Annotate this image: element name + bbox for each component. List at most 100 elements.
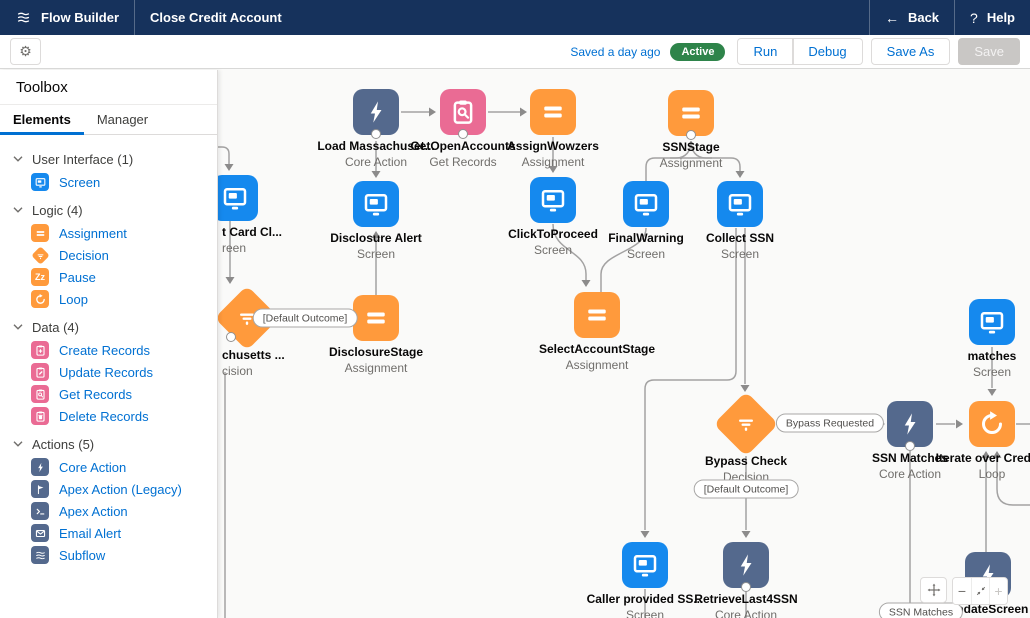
toolbox-item-subflow[interactable]: Subflow: [0, 544, 217, 566]
subflow-icon: [31, 546, 49, 564]
email-alert-icon: [31, 524, 49, 542]
loop-icon: [31, 290, 49, 308]
screen-icon: [31, 173, 49, 191]
toolbox-item-label: Apex Action: [59, 503, 128, 519]
delete-records-icon: [31, 407, 49, 425]
get-records-icon: [31, 385, 49, 403]
toolbox-item-label: Loop: [59, 291, 88, 307]
screen-icon: [969, 299, 1015, 345]
update-records-icon: [31, 363, 49, 381]
connector-dot[interactable]: [905, 441, 915, 451]
toolbox-section-actions-5-[interactable]: Actions (5): [0, 432, 217, 456]
app-brand: Flow Builder: [0, 0, 134, 35]
core-action-icon: [31, 458, 49, 476]
assignment-icon: [668, 90, 714, 140]
node-name: ClickToProceed: [508, 227, 598, 241]
flow-node-caller-provided-ssn[interactable]: Caller provided SS...Screen: [585, 542, 705, 618]
screen-icon: [353, 181, 399, 227]
pan-button[interactable]: [920, 577, 947, 603]
debug-button[interactable]: Debug: [793, 38, 863, 65]
node-type: Core Action: [714, 608, 778, 618]
help-button[interactable]: ? Help: [970, 9, 1015, 26]
node-type: Screen: [625, 608, 665, 618]
saved-status-text: Saved a day ago: [570, 44, 661, 59]
node-type: Screen: [972, 365, 1012, 379]
toolbox-item-delete-records[interactable]: Delete Records: [0, 405, 217, 427]
chevron-down-icon: [13, 156, 23, 162]
node-name: SSNStage: [662, 140, 720, 154]
toolbox-item-core-action[interactable]: Core Action: [0, 456, 217, 478]
zoom-out-button[interactable]: −: [953, 578, 971, 604]
toolbox-item-email-alert[interactable]: Email Alert: [0, 522, 217, 544]
toolbox-item-label: Screen: [59, 174, 101, 190]
decision-icon: [30, 245, 50, 265]
pan-icon: [927, 583, 940, 597]
node-type: Loop: [978, 467, 1006, 481]
flow-node-credit-card-close-screen[interactable]: t Card Cl...reen: [175, 175, 295, 255]
header-divider: [134, 0, 135, 35]
toolbox-item-label: Delete Records: [59, 408, 149, 424]
assignment-icon: [31, 224, 49, 242]
connector-dot[interactable]: [371, 129, 381, 139]
toolbox-item-apex-legacy[interactable]: Apex Action (Legacy): [0, 478, 217, 500]
toolbox-section-logic-4-[interactable]: Logic (4): [0, 198, 217, 222]
toolbox-item-create-records[interactable]: Create Records: [0, 339, 217, 361]
back-button[interactable]: ← Back: [884, 9, 940, 26]
toolbox-item-decision[interactable]: Decision: [0, 244, 217, 266]
tab-elements[interactable]: Elements: [0, 105, 84, 135]
toolbox-item-loop[interactable]: Loop: [0, 288, 217, 310]
toolbox-section-user-interface-1-[interactable]: User Interface (1): [0, 147, 217, 171]
tab-manager[interactable]: Manager: [96, 112, 149, 127]
connector-label: Bypass Requested: [775, 413, 885, 433]
flow-node-massachusetts-decision[interactable]: chusetts ...cision: [187, 285, 307, 378]
zoom-to-fit-button[interactable]: [971, 578, 989, 604]
toolbox-item-get-records[interactable]: Get Records: [0, 383, 217, 405]
header-divider: [954, 0, 956, 35]
toolbox-item-assignment[interactable]: Assignment: [0, 222, 217, 244]
toolbox-item-label: Create Records: [59, 342, 151, 358]
toolbox-item-screen[interactable]: Screen: [0, 171, 217, 193]
node-name: Load Massachuset...: [317, 139, 435, 153]
settings-button[interactable]: ⚙: [10, 38, 41, 65]
connector-dot[interactable]: [686, 130, 696, 140]
toolbox-item-label: Core Action: [59, 459, 127, 475]
connector-dot[interactable]: [225, 332, 236, 342]
run-button[interactable]: Run: [737, 38, 794, 65]
flow-node-load-massachusetts[interactable]: Load Massachuset...Core Action: [316, 89, 436, 169]
toolbox-item-label: Apex Action (Legacy): [59, 481, 182, 497]
node-name: Disclosure Alert: [330, 231, 422, 245]
status-badge: Active: [670, 42, 726, 61]
node-name: SSN Matches: [871, 451, 949, 465]
toolbox-item-apex-action[interactable]: Apex Action: [0, 500, 217, 522]
pause-icon: Zz: [31, 268, 49, 286]
node-name: Bypass Check: [704, 454, 788, 468]
connector-dot[interactable]: [741, 582, 751, 592]
connector-dot[interactable]: [458, 129, 468, 139]
flow-title: Close Credit Account: [150, 10, 282, 25]
toolbox-section-data-4-[interactable]: Data (4): [0, 315, 217, 339]
toolbox-item-label: Decision: [59, 247, 109, 263]
save-as-button[interactable]: Save As: [870, 38, 951, 65]
toolbox-item-update-records[interactable]: Update Records: [0, 361, 217, 383]
zoom-in-button[interactable]: +: [989, 578, 1007, 604]
connector-label: [Default Outcome]: [693, 479, 799, 499]
flow-node-iterate-over-credit[interactable]: Iterate over Credit...Loop: [932, 401, 1030, 481]
node-name: t Card Cl...: [222, 225, 283, 239]
app-header: Flow Builder Close Credit Account ← Back…: [0, 0, 1030, 35]
save-button[interactable]: Save: [958, 38, 1020, 65]
apex-action-icon: [31, 502, 49, 520]
